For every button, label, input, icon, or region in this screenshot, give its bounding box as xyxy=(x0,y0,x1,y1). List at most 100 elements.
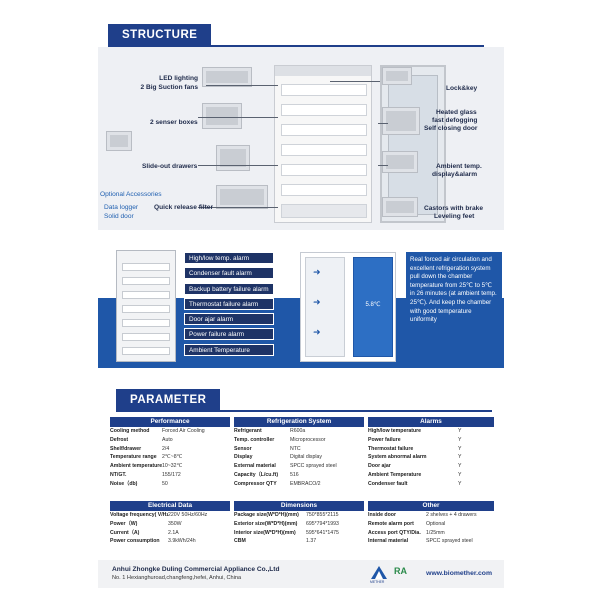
row-key: Ambient temperature xyxy=(110,463,162,470)
row-key: Internal material xyxy=(368,538,409,545)
airflow-arrow-icon: ➜ xyxy=(313,267,321,277)
dimensions-header: Dimensions xyxy=(234,501,364,511)
table-row: NT/GT.155/172 xyxy=(110,471,230,480)
table-row: Current（A)2.1A xyxy=(110,529,230,538)
row-value: R600a xyxy=(290,428,306,434)
table-row: High/low temperature Y xyxy=(368,427,494,436)
row-key: Ambient Temperature xyxy=(368,471,422,478)
row-key: Refrigerant xyxy=(234,428,262,434)
row-key: Shelf/drawer xyxy=(110,445,142,452)
label-led-lighting: LED lighting xyxy=(159,75,198,82)
row-value: Y xyxy=(458,454,462,461)
row-value: 2/4 xyxy=(162,445,170,452)
row-key: High/low temperature xyxy=(368,428,422,434)
row-value: NTC xyxy=(290,445,301,452)
dimensions-table: Dimensions Package size(W*D*H)(mm)750*85… xyxy=(234,501,364,546)
row-key: Interior size(W*D*H)(mm) xyxy=(234,529,296,536)
mini-fridge-image xyxy=(116,250,176,362)
airflow-arrow-icon: ➜ xyxy=(313,297,321,307)
row-key: Exterior size(W*D*H)(mm) xyxy=(234,520,298,527)
alarm-item: Door ajar alarm xyxy=(184,313,274,326)
partner-logo-icon: RA xyxy=(394,566,407,576)
row-value: Y xyxy=(458,463,462,470)
row-key: CBM xyxy=(234,538,246,545)
row-value: Optional xyxy=(426,520,446,527)
electrical-header: Electrical Data xyxy=(110,501,230,511)
table-row: Exterior size(W*D*H)(mm) 695*794*1993 xyxy=(234,520,364,529)
logo-text: METHER xyxy=(370,580,385,584)
table-row: Internal material SPCC sprayed steel xyxy=(368,537,494,546)
company-name: Anhui Zhongke Duling Commercial Applianc… xyxy=(112,566,280,573)
label-castors-brake: Castors with brake xyxy=(424,205,483,212)
drawers-photo xyxy=(216,145,250,171)
structure-title: STRUCTURE xyxy=(108,24,212,46)
alarm-item: Thermostat failure alarm xyxy=(184,297,274,310)
row-key: Condenser fault xyxy=(368,480,408,487)
row-value: Forced Air Cooling xyxy=(162,428,205,434)
row-key: Door ajar xyxy=(368,463,391,470)
website-link[interactable]: www.biomether.com xyxy=(426,570,492,577)
fridge-front xyxy=(274,65,372,223)
table-row: Capacity（L/cu.ft)516 xyxy=(234,471,364,480)
glass-photo xyxy=(382,107,420,135)
row-key: Thermostat failure xyxy=(368,445,414,452)
table-row: Package size(W*D*H)(mm)750*855*2115 xyxy=(234,511,364,520)
row-key: Voltage frequency( V/Hz) xyxy=(110,512,168,518)
label-solid-door: Solid door xyxy=(104,213,134,220)
structure-diagram: LED lighting 2 Big Suction fans 2 senser… xyxy=(98,47,504,230)
airflow-arrow-icon: ➜ xyxy=(313,327,321,337)
row-value: 1/25mm xyxy=(426,529,445,536)
castors-photo xyxy=(382,197,418,217)
parameter-header-rule xyxy=(116,410,492,412)
airflow-diagram: ➜ ➜ ➜ 5.8℃ xyxy=(300,252,396,362)
table-row: Refrigerant R600a xyxy=(234,427,364,436)
row-key: Temp. controller xyxy=(234,436,275,443)
row-value: Y xyxy=(458,428,462,434)
row-key: Temperature range xyxy=(110,454,157,461)
label-leveling-feet: Leveling feet xyxy=(434,213,475,220)
row-value: Digital display xyxy=(290,454,323,461)
row-key: Remote alarm port xyxy=(368,520,414,527)
row-value: SPCC sprayed steel xyxy=(290,463,337,470)
row-value: SPCC sprayed steel xyxy=(426,538,473,545)
table-row: Shelf/drawer 2/4 xyxy=(110,445,230,454)
fridge-glass-door xyxy=(380,65,446,223)
label-quick-release-filter: Quick release filter xyxy=(154,204,214,211)
display-photo xyxy=(382,151,418,173)
display-temperature: 5.8℃ xyxy=(365,302,381,308)
label-self-closing-door: Self closing door xyxy=(424,125,478,132)
table-row: Interior size(W*D*H)(mm)595*641*1475 xyxy=(234,529,364,538)
row-key: Current（A) xyxy=(110,529,140,536)
alarm-item: Backup battery failure alarm xyxy=(184,282,274,295)
alarm-item: High/low temp. alarm xyxy=(184,252,274,264)
row-value: Y xyxy=(458,471,462,478)
row-value: Y xyxy=(458,480,462,487)
label-slide-out-drawers: Slide-out drawers xyxy=(142,163,198,170)
alarm-item: Power failure alarm xyxy=(184,328,274,341)
label-fast-defogging: fast defogging xyxy=(432,117,478,124)
table-row: Door ajar Y xyxy=(368,462,494,471)
row-value: 10~32℃ xyxy=(162,463,183,470)
structure-header-rule xyxy=(108,45,484,47)
row-value: 695*794*1993 xyxy=(306,520,339,527)
table-row: Sensor NTC xyxy=(234,445,364,454)
footer: Anhui Zhongke Duling Commercial Applianc… xyxy=(98,560,504,588)
alarm-item: Condenser fault alarm xyxy=(184,267,274,280)
parameter-title: PARAMETER xyxy=(116,389,221,411)
label-lock-key: Lock&key xyxy=(446,85,478,92)
alarm-item: Ambient Temperature xyxy=(184,343,274,356)
other-header: Other xyxy=(368,501,494,511)
row-key: Sensor xyxy=(234,445,252,452)
